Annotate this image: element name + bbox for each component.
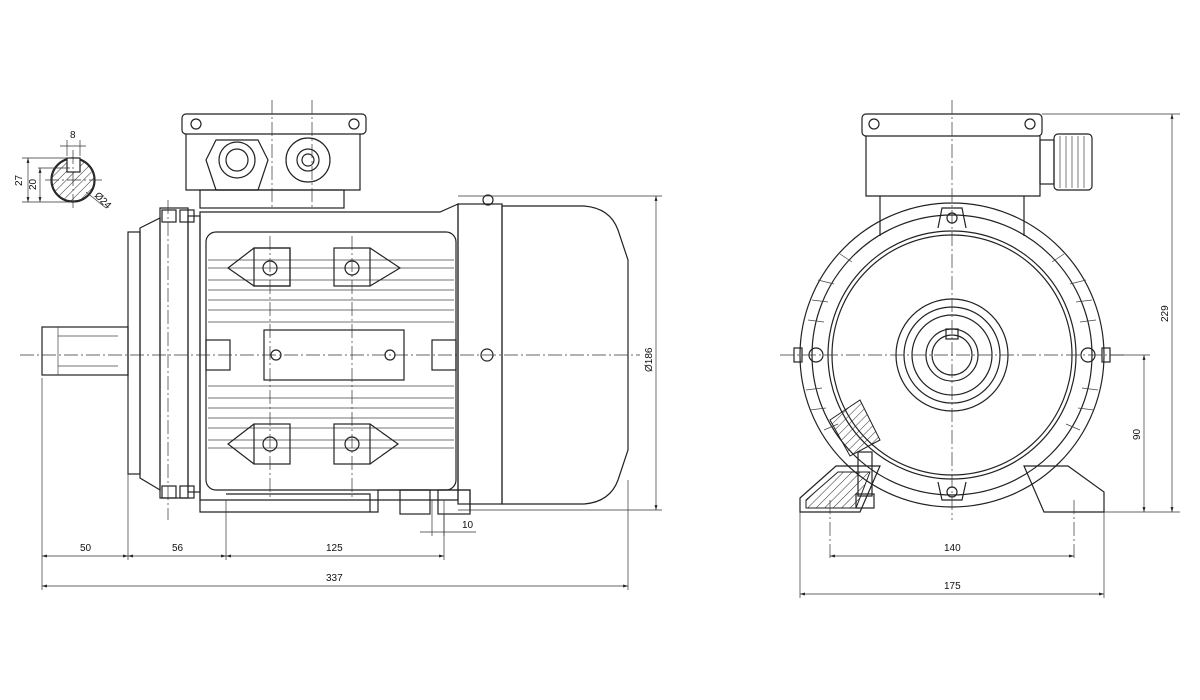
front-left-foot: [799, 465, 881, 513]
key-width-label: 8: [70, 130, 76, 141]
shaft-length-label: 50: [80, 543, 92, 554]
key-slot: [66, 157, 81, 173]
foot-holes-label: 125: [326, 543, 343, 554]
output-shaft: [41, 326, 129, 376]
fan-cover: [501, 205, 629, 505]
shaft-detail-view: 8 27 20 Ø24: [14, 130, 113, 212]
front-foot-holes-label: 140: [944, 543, 961, 554]
motor-side-view: Ø186 50 56 125 337 10: [20, 100, 662, 590]
terminal-box-lid: [181, 113, 367, 135]
axis-height-label: 90: [1132, 428, 1143, 440]
shaft-to-foot-label: 56: [172, 543, 184, 554]
cable-gland-nut: [205, 139, 269, 191]
overall-length-label: 337: [326, 573, 343, 584]
motor-front-view: 229 90 140 175: [780, 100, 1180, 598]
front-cable-gland: [1053, 133, 1093, 191]
front-right-foot: [1023, 465, 1105, 513]
motor-frame: [199, 203, 459, 501]
fan-cover-ring: [457, 203, 503, 505]
housing-diameter-label: Ø186: [644, 347, 655, 372]
shaft-radius-label: 20: [28, 178, 39, 190]
foot-offset-label: 10: [462, 520, 474, 531]
key-height-label: 27: [14, 174, 25, 186]
cooling-fins: [208, 259, 454, 449]
cable-entry-plug: [285, 137, 331, 183]
base-width-label: 175: [944, 581, 961, 592]
total-height-label: 229: [1160, 305, 1171, 322]
shaft-diameter-label: Ø24: [92, 190, 113, 211]
